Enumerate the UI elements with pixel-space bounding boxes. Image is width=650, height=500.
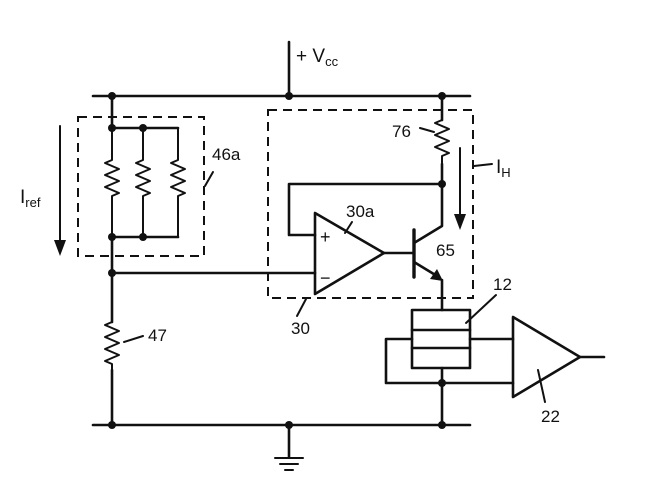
resistor-array-label: 46a	[212, 145, 241, 164]
sensor-wiring	[384, 337, 515, 427]
resistor-array-46a	[77, 116, 205, 257]
amplifier-22	[511, 315, 606, 399]
resistor-47-label: 47	[148, 326, 167, 345]
opamp-30a: + −	[313, 211, 386, 296]
ih-label: IH	[496, 157, 511, 180]
resistor-array-element	[135, 127, 151, 238]
ground-symbol	[274, 423, 304, 471]
control-block-leader	[296, 298, 307, 317]
vcc-label: + Vcc	[296, 46, 339, 69]
iref-label: Iref	[20, 187, 41, 210]
sensor-12	[410, 308, 472, 370]
control-block-label: 30	[291, 319, 310, 338]
iref-arrow	[54, 125, 66, 256]
amplifier-leader	[537, 369, 546, 403]
control-block-30	[267, 109, 474, 299]
resistor-47	[104, 321, 120, 371]
ih-arrow	[454, 147, 466, 230]
supply-rail	[91, 40, 472, 100]
resistor-76-label: 76	[392, 122, 411, 141]
sensor-leader	[465, 294, 497, 324]
opamp-label: 30a	[346, 202, 375, 221]
ih-leader	[473, 163, 493, 167]
resistor-array-leader	[204, 171, 214, 187]
opamp-minus-symbol: −	[320, 268, 331, 288]
ground-rail	[91, 421, 472, 429]
resistor-array-element	[170, 127, 186, 238]
opamp-leader	[344, 221, 353, 234]
resistor-array-element	[104, 127, 120, 238]
opamp-wiring	[110, 182, 444, 275]
reference-branch	[108, 94, 116, 427]
resistor-76-leader	[419, 127, 435, 133]
opamp-plus-symbol: +	[320, 227, 331, 247]
transistor-label: 65	[436, 241, 455, 260]
transistor-65	[412, 182, 444, 312]
resistor-47-leader	[123, 335, 144, 343]
amplifier-label: 22	[541, 407, 560, 426]
sensor-label: 12	[493, 275, 512, 294]
resistor-76	[434, 94, 450, 188]
